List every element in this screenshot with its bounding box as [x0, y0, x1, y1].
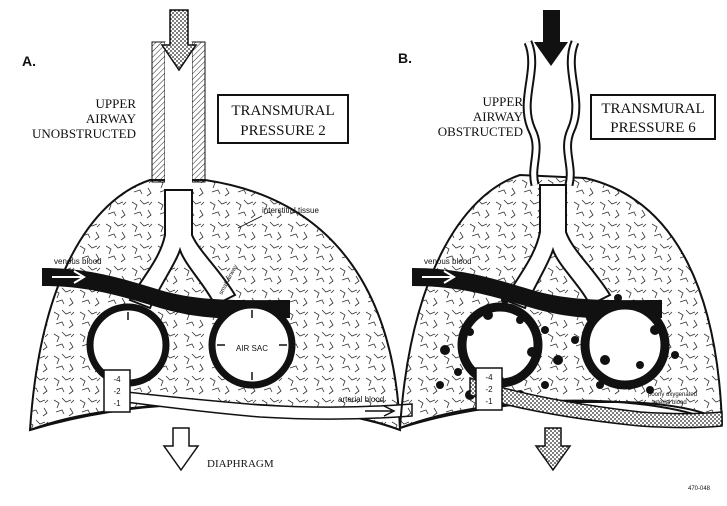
panel-b-poorly-oxygenated-line-1: poorly oxygenated — [648, 392, 697, 398]
panel-a-airway-line-2: AIRWAY — [86, 111, 137, 126]
panel-b-pressure-line-2: PRESSURE 6 — [610, 120, 696, 136]
panel-b-poorly-oxygenated-line-2: arterial blood — [652, 400, 687, 406]
panel-b-air-sac-right — [585, 305, 665, 385]
panel-a-gauge-value-1: -4 — [113, 375, 121, 384]
panel-b-airway-line-3: OBSTRUCTED — [438, 124, 523, 139]
panel-b-gauge-value-1: -4 — [485, 373, 493, 382]
panel-b: B. UPPER AIRWAY OBSTRUCTED TRANSMURAL PR… — [398, 10, 722, 492]
panel-a-diaphragm-label: DIAPHRAGM — [207, 458, 274, 470]
panel-a-letter: A. — [22, 53, 36, 69]
panel-a-venous-label: venous blood — [54, 257, 102, 266]
panel-b-inflow-arrow — [534, 10, 568, 66]
panel-a-pressure-line-2: PRESSURE 2 — [240, 123, 325, 139]
panel-a-diaphragm-arrow — [164, 428, 198, 470]
panel-a: A. UPPER AIRWAY UNOBSTRUCTED TRANSMURAL … — [22, 10, 412, 470]
panel-a-air-sac-label: AIR SAC — [236, 344, 268, 353]
panel-a-gauge-value-2: -2 — [113, 387, 121, 396]
figure-code: 470-048 — [688, 486, 711, 492]
panel-a-arterial-label: arterial blood — [338, 395, 384, 404]
panel-b-pressure-line-1: TRANSMURAL — [601, 101, 704, 117]
panel-b-gauge-value-2: -2 — [485, 385, 493, 394]
panel-b-venous-label: venous blood — [424, 257, 472, 266]
panel-b-letter: B. — [398, 50, 412, 66]
panel-a-interstitial-label: interstitial tissue — [262, 206, 319, 215]
panel-a-airway-line-3: UNOBSTRUCTED — [32, 126, 136, 141]
panel-b-diaphragm-arrow — [536, 428, 570, 470]
panel-b-gauge-value-3: -1 — [485, 397, 493, 406]
panel-b-airway-line-2: AIRWAY — [473, 109, 524, 124]
panel-a-trachea-wall-right — [192, 42, 205, 182]
panel-a-trachea-wall-left — [152, 42, 165, 182]
panel-b-airway-line-1: UPPER — [483, 94, 524, 109]
panel-a-gauge-value-3: -1 — [113, 399, 121, 408]
panel-a-pressure-line-1: TRANSMURAL — [231, 103, 334, 119]
panel-a-airway-line-1: UPPER — [96, 96, 137, 111]
